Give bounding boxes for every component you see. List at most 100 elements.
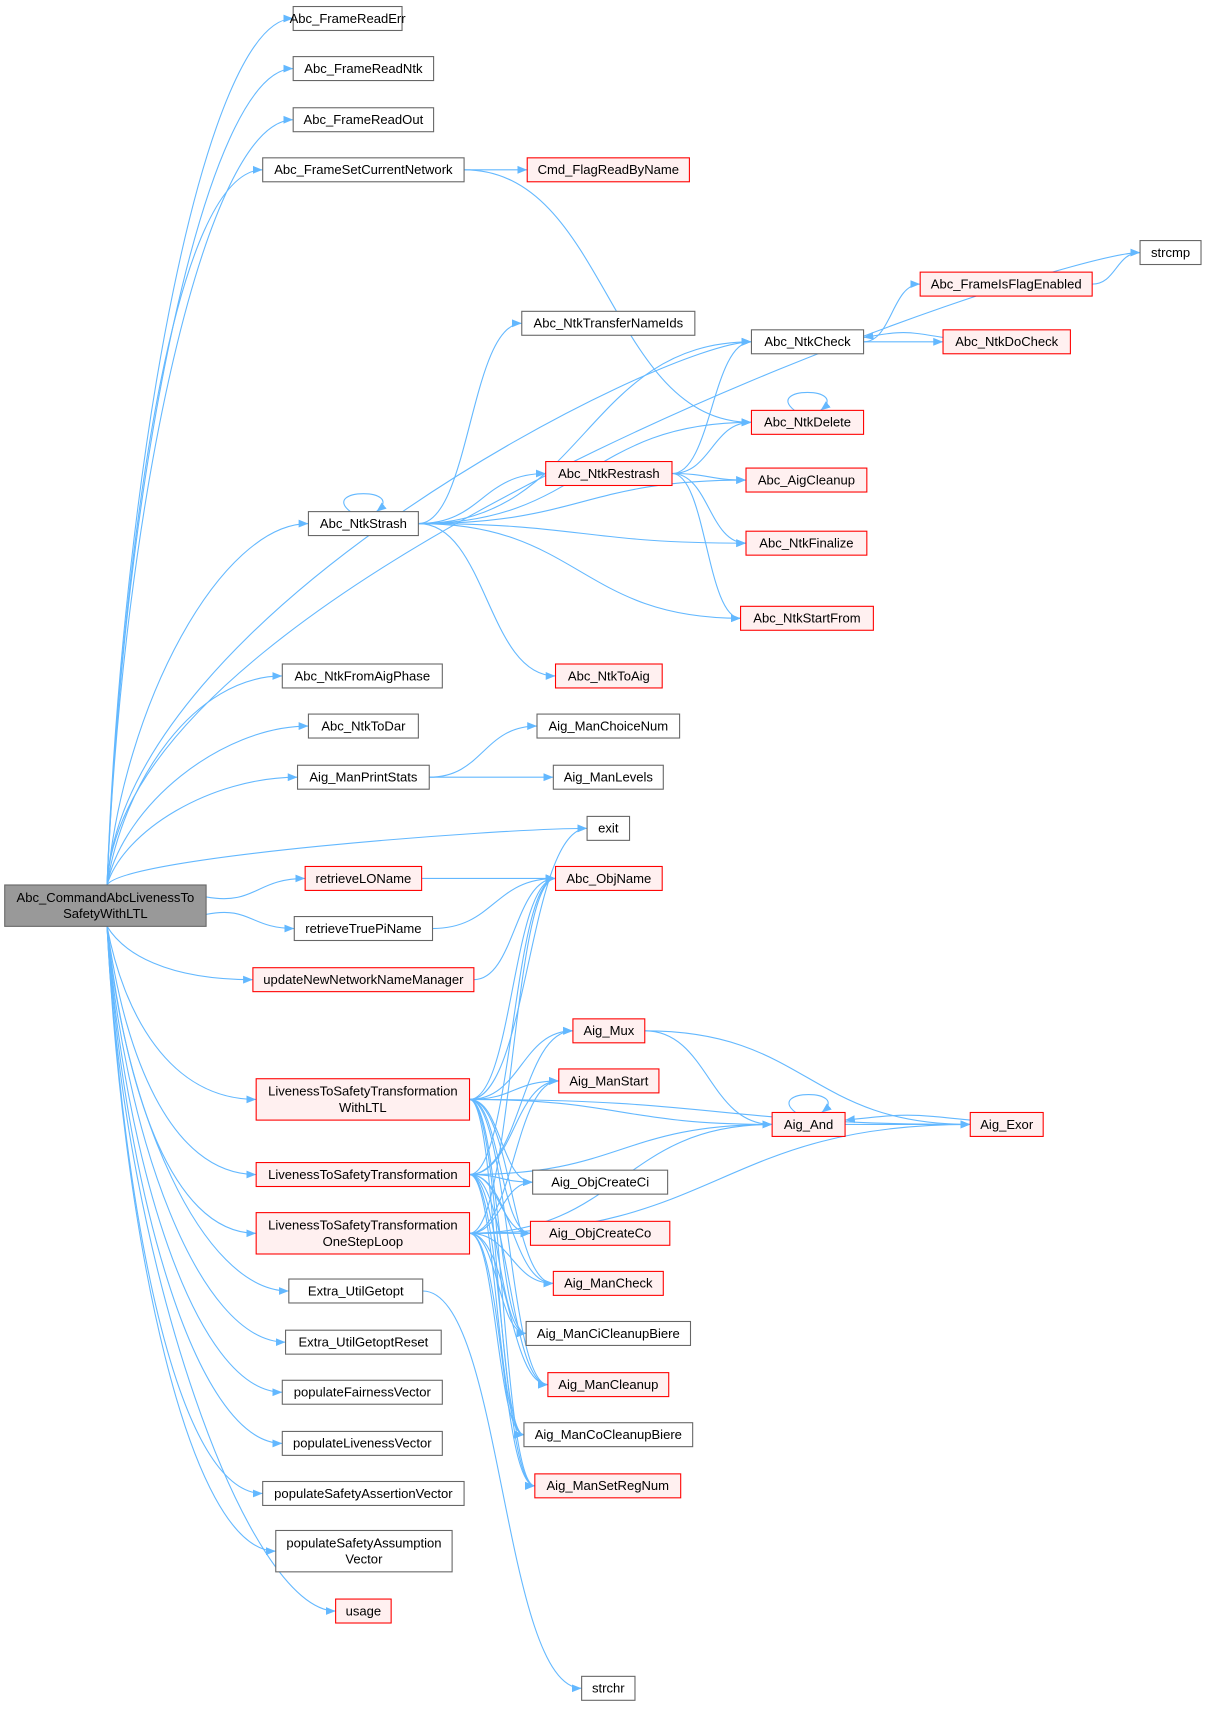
node-ci-cleanup[interactable]: Aig_ManCiCleanupBiere [525, 1320, 692, 1346]
node-label: usage [346, 1603, 382, 1618]
node-obj-create-ci[interactable]: Aig_ObjCreateCi [532, 1169, 669, 1195]
node-ntk-do-check[interactable]: Abc_NtkDoCheck [942, 329, 1071, 355]
edge-ntk-strash-to-ntk-start-from [418, 523, 741, 623]
edge-root-to-pop-safety-assert [106, 926, 263, 1498]
node-obj-name[interactable]: Abc_ObjName [554, 865, 663, 891]
node-box [750, 329, 865, 355]
node-box [545, 460, 673, 487]
node-label: Abc_NtkFromAigPhase [294, 668, 430, 683]
edge-root-to-ntk-from-aig-phase [106, 672, 283, 886]
node-ntk-transfer-name-ids[interactable]: Abc_NtkTransferNameIds [521, 310, 696, 336]
edge-ntk-strash-to-ntk-check [418, 337, 752, 525]
node-box [292, 107, 435, 133]
node-frame-is-flag-enabled[interactable]: Abc_FrameIsFlagEnabled [919, 271, 1093, 297]
node-box [547, 1372, 670, 1398]
node-box [558, 1068, 660, 1094]
node-retrieve-loname[interactable]: retrieveLOName [304, 865, 423, 891]
node-man-print-stats[interactable]: Aig_ManPrintStats [296, 764, 430, 790]
node-ntk-from-aig-phase[interactable]: Abc_NtkFromAigPhase [281, 663, 443, 689]
node-frame-read-ntk[interactable]: Abc_FrameReadNtk [292, 56, 435, 82]
node-label: updateNewNetworkNameManager [263, 972, 464, 987]
edge-ntk-strash-to-ntk-to-aig [418, 523, 556, 680]
node-ntk-restrash[interactable]: Abc_NtkRestrash [545, 460, 673, 487]
node-box [554, 663, 663, 689]
node-usage[interactable]: usage [335, 1598, 392, 1624]
edge-ltswith-ltl-to-man-start [469, 1077, 559, 1100]
node-label: Aig_ObjCreateCi [551, 1175, 649, 1190]
node-box [532, 1169, 669, 1195]
edge-root-to-lts [106, 926, 257, 1179]
node-strcmp[interactable]: strcmp [1139, 240, 1202, 266]
node-label: retrieveLOName [316, 871, 412, 886]
node-man-choice-num[interactable]: Aig_ManChoiceNum [536, 713, 681, 739]
node-exor[interactable]: Aig_Exor [969, 1111, 1044, 1137]
node-update-new[interactable]: updateNewNetworkNameManager [252, 967, 475, 993]
node-label: Extra_UtilGetoptReset [298, 1335, 428, 1350]
node-frame-read-err[interactable]: Abc_FrameReadErr [290, 5, 407, 32]
node-ntk-delete[interactable]: Abc_NtkDelete [750, 409, 865, 435]
node-label: Aig_ManCheck [564, 1276, 653, 1291]
node-box [275, 1529, 453, 1573]
node-label: Abc_CommandAbcLivenessTo [17, 890, 195, 905]
node-aig-cleanup[interactable]: Abc_AigCleanup [745, 467, 868, 493]
node-man-start[interactable]: Aig_ManStart [558, 1068, 660, 1094]
node-lts[interactable]: LivenessToSafetyTransformation [255, 1162, 471, 1188]
node-and[interactable]: Aig_And [771, 1111, 846, 1137]
node-obj-create-co[interactable]: Aig_ObjCreateCo [529, 1220, 671, 1246]
node-pop-fairness[interactable]: populateFairnessVector [281, 1379, 443, 1405]
edge-and-to-and [788, 1094, 832, 1113]
node-strchr[interactable]: strchr [581, 1675, 636, 1701]
node-label: Abc_NtkToAig [568, 668, 650, 683]
node-box [969, 1111, 1044, 1137]
node-ltsone-step[interactable]: LivenessToSafetyTransformationOneStepLoo… [255, 1212, 471, 1255]
edge-retrieve-true-pi-name-to-obj-name [432, 874, 556, 930]
node-label: populateLivenessVector [293, 1436, 432, 1451]
node-retrieve-true-pi-name[interactable]: retrieveTruePiName [293, 916, 434, 942]
node-ntk-to-aig[interactable]: Abc_NtkToAig [554, 663, 663, 689]
node-pop-safety-assert[interactable]: populateSafetyAssertionVector [262, 1480, 465, 1506]
edge-root-to-frame-read-out [106, 115, 294, 886]
node-label: Abc_FrameSetCurrentNetwork [274, 162, 453, 177]
edge-ltsone-step-to-man-check [469, 1232, 554, 1288]
node-label: Aig_ManLevels [564, 770, 654, 785]
node-co-cleanup[interactable]: Aig_ManCoCleanupBiere [523, 1422, 694, 1448]
node-frame-set-current-network[interactable]: Abc_FrameSetCurrentNetwork [262, 157, 465, 183]
node-man-cleanup[interactable]: Aig_ManCleanup [547, 1372, 670, 1398]
node-ntk-strash[interactable]: Abc_NtkStrash [307, 511, 419, 537]
edge-ltsone-step-to-ci-cleanup [469, 1232, 527, 1338]
node-box [523, 1422, 694, 1448]
edge-ltswith-ltl-to-obj-name [469, 874, 556, 1100]
node-box [281, 1379, 443, 1405]
node-label: Abc_NtkDoCheck [955, 334, 1058, 349]
node-cmd-flag-read-by-name[interactable]: Cmd_FlagReadByName [526, 157, 690, 183]
node-box [4, 884, 207, 927]
node-label: Aig_Exor [980, 1117, 1034, 1132]
edge-lts-to-and [469, 1120, 773, 1176]
node-man-levels[interactable]: Aig_ManLevels [552, 764, 664, 790]
node-util-getopt-reset[interactable]: Extra_UtilGetoptReset [285, 1329, 442, 1355]
edge-ntk-strash-to-ntk-restrash [418, 469, 546, 525]
node-label: Aig_ManChoiceNum [548, 718, 668, 733]
node-ntk-to-dar[interactable]: Abc_NtkToDar [307, 713, 419, 739]
node-ntk-finalize[interactable]: Abc_NtkFinalize [745, 530, 868, 556]
node-exit[interactable]: exit [586, 815, 631, 841]
node-label: Aig_Mux [583, 1023, 634, 1038]
node-ntk-start-from[interactable]: Abc_NtkStartFrom [740, 605, 874, 631]
node-util-getopt[interactable]: Extra_UtilGetopt [288, 1278, 424, 1304]
edge-lts-to-set-reg-num [469, 1173, 535, 1490]
node-label: Extra_UtilGetopt [308, 1283, 404, 1298]
edge-ltswith-ltl-to-ci-cleanup [469, 1098, 527, 1338]
node-frame-read-out[interactable]: Abc_FrameReadOut [292, 107, 435, 133]
edge-util-getopt-to-strchr [422, 1290, 582, 1693]
node-ntk-check[interactable]: Abc_NtkCheck [750, 329, 865, 355]
edge-root-to-pop-safety-assume [106, 926, 276, 1556]
node-man-check[interactable]: Aig_ManCheck [552, 1270, 664, 1296]
node-pop-liveness[interactable]: populateLivenessVector [281, 1430, 443, 1456]
node-mux[interactable]: Aig_Mux [572, 1018, 646, 1044]
node-label: Abc_ObjName [566, 871, 651, 886]
node-label: LivenessToSafetyTransformation [268, 1167, 458, 1182]
node-set-reg-num[interactable]: Aig_ManSetRegNum [534, 1473, 682, 1499]
